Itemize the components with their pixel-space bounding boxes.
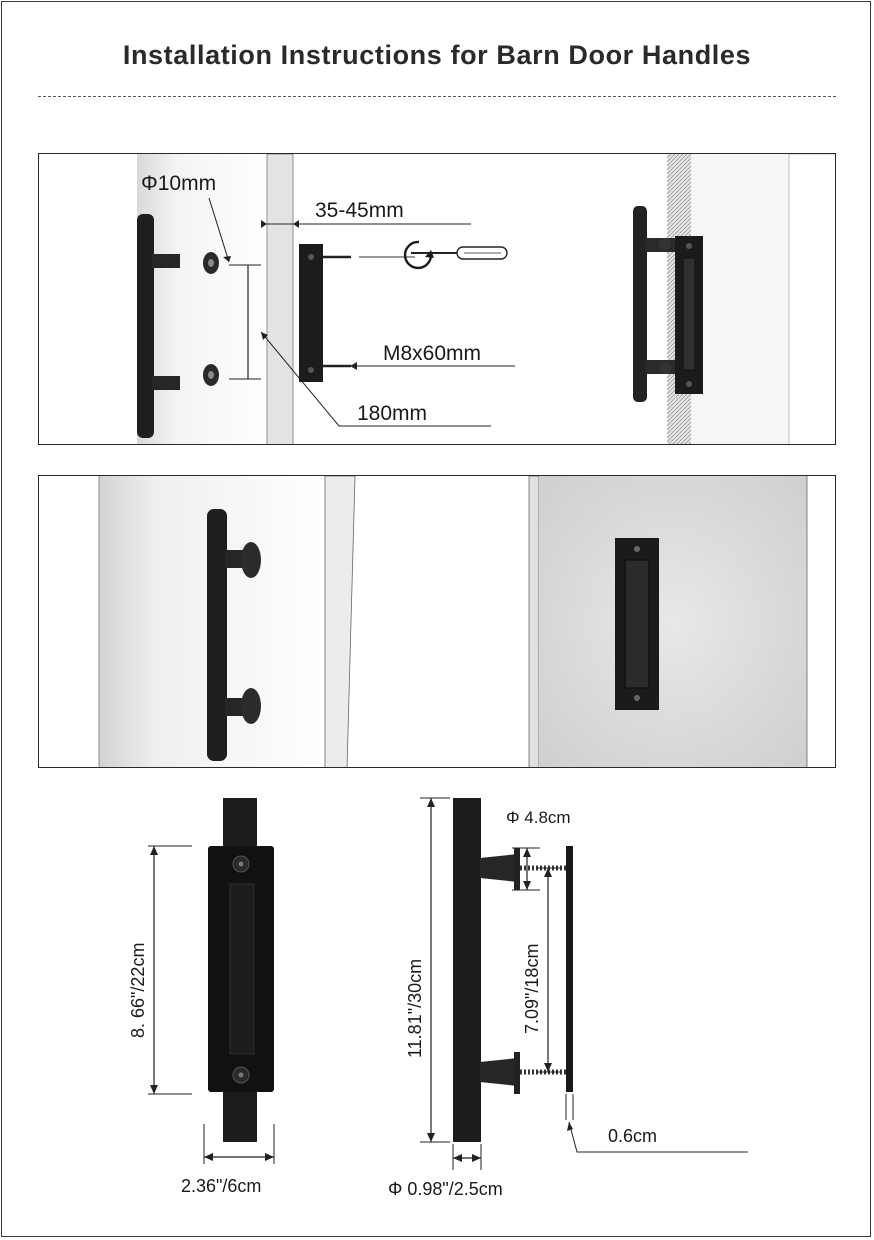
side-view-bar [453, 798, 481, 1142]
plate-height-label: 8. 66"/22cm [128, 943, 148, 1038]
back-plate [299, 244, 323, 382]
door-face [137, 154, 267, 444]
handle-standoff-top [152, 254, 180, 268]
installed-handle-bar [633, 206, 647, 402]
door-side [324, 476, 356, 767]
door-back-face [539, 476, 807, 767]
screwdriver-icon [411, 246, 508, 260]
handle-bar [137, 214, 154, 438]
rotate-icon [403, 240, 433, 270]
title-divider [38, 96, 836, 97]
step1-drilling-panel: Φ10mm 35-45mm M8x60mm 180mm [38, 153, 836, 445]
door-edge [266, 154, 294, 444]
plate-width-label: 2.36"/6cm [181, 1176, 261, 1196]
step2-illustration [98, 476, 808, 767]
handle-standoff-bottom [152, 376, 180, 390]
front-view: 8. 66"/22cm 2.36"/6cm [128, 798, 275, 1196]
standoff-diameter-label: Φ 4.8cm [506, 808, 571, 827]
plate-thickness-leader [568, 1121, 748, 1153]
bolt-size-label: M8x60mm [383, 342, 481, 365]
plate-thickness-label: 0.6cm [608, 1126, 657, 1146]
front-handle-bar [207, 509, 227, 761]
hole-spacing-leader [260, 331, 491, 427]
bolt-spacing-label: 7.09"/18cm [522, 944, 542, 1034]
hole-spacing-label: 180mm [357, 402, 427, 425]
installed-door-face [691, 154, 789, 444]
page-title: Installation Instructions for Barn Door … [122, 40, 752, 70]
handle-length-label: 11.81"/30cm [405, 959, 425, 1058]
side-view-plate [566, 846, 573, 1092]
door-thickness-label: 35-45mm [315, 199, 404, 222]
dimension-diagram: 8. 66"/22cm 2.36"/6cm 11.81"/30cm Φ 4.8c… [128, 797, 748, 1199]
step2-installed-panel [38, 475, 836, 768]
hole-diameter-label: Φ10mm [141, 172, 216, 195]
bar-diameter-label: Φ 0.98"/2.5cm [388, 1179, 503, 1199]
step1-illustration: Φ10mm 35-45mm M8x60mm 180mm [137, 154, 835, 444]
side-view: 11.81"/30cm Φ 4.8cm 7.09"/18cm 0.6cm Φ 0… [388, 797, 748, 1199]
